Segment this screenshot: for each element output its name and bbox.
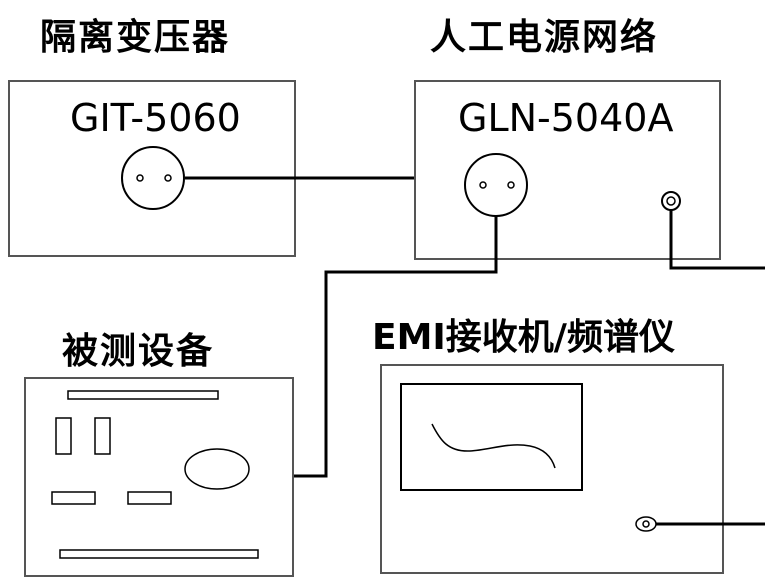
cable-lisn-rf-out — [669, 210, 765, 270]
receiver-screen — [400, 383, 583, 491]
test-setup-diagram: 隔离变压器 人工电源网络 被测设备 EMI接收机/频谱仪 GIT-5060 GL… — [8, 17, 765, 577]
transformer-socket-icon — [121, 146, 185, 210]
eut-oval-component — [184, 448, 250, 490]
isolation-transformer-title: 隔离变压器 — [40, 17, 231, 58]
lisn-socket-icon — [464, 153, 528, 217]
receiver-spectrum-trace — [431, 423, 556, 469]
isolation-transformer-model: GIT-5060 — [70, 96, 241, 140]
lisn-rf-connector-icon — [661, 191, 681, 211]
lisn-title: 人工电源网络 — [430, 17, 659, 58]
eut-chip-left — [51, 491, 96, 505]
diagram-drawing — [51, 146, 765, 559]
eut-slot-left — [55, 417, 72, 455]
receiver-title: EMI接收机/频谱仪 — [372, 317, 675, 358]
eut-bottom-bar — [59, 549, 259, 559]
lisn-model: GLN-5040A — [458, 96, 674, 140]
eut-title: 被测设备 — [62, 331, 215, 372]
eut-slot-right — [94, 417, 111, 455]
receiver-rf-connector-icon — [635, 516, 657, 532]
cable-lisn-to-eut — [294, 216, 498, 478]
eut-top-bar — [67, 390, 219, 400]
eut-chip-right — [127, 491, 172, 505]
